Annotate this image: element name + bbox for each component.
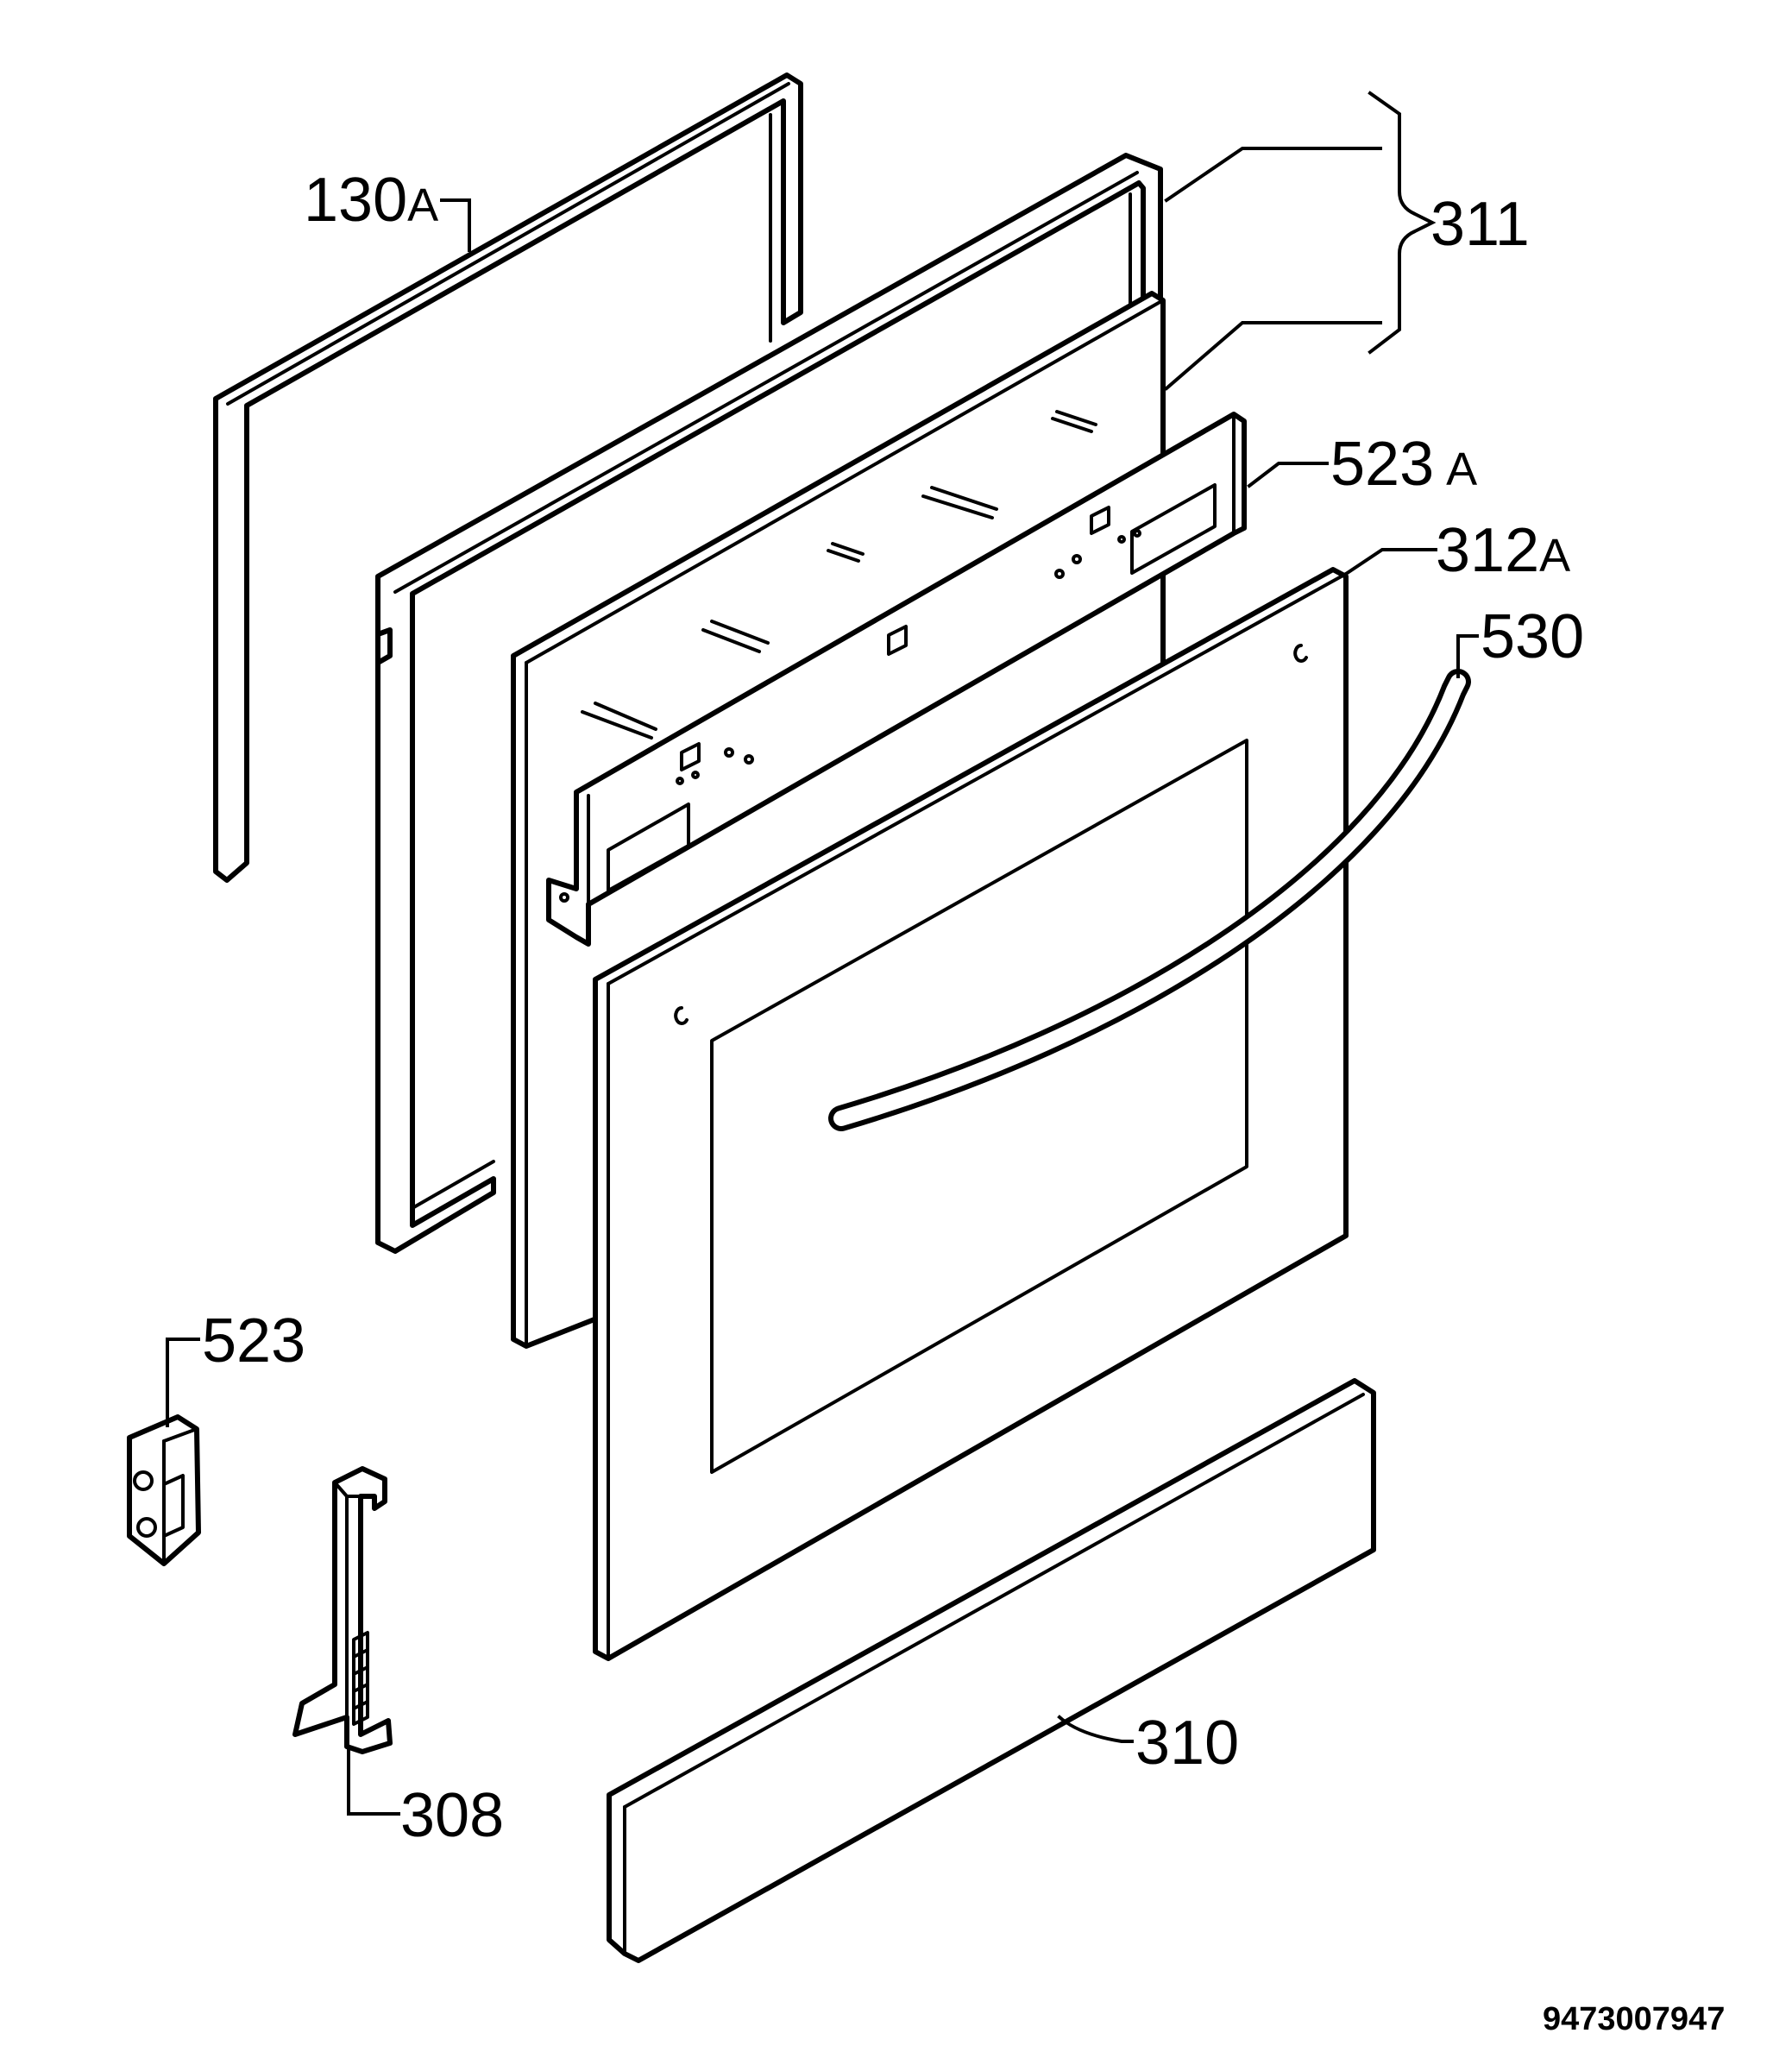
leader-523a xyxy=(1247,462,1329,488)
leader-523 xyxy=(166,1338,200,1427)
leader-310 xyxy=(1057,1715,1134,1743)
hinge-receiver-523 xyxy=(127,1414,201,1566)
leader-530 xyxy=(1456,634,1479,678)
door-handle-530 xyxy=(828,669,1471,1131)
label-523: 523 xyxy=(202,1306,305,1375)
label-311: 311 xyxy=(1430,190,1530,259)
leader-130a xyxy=(440,198,471,252)
label-308: 308 xyxy=(400,1781,504,1850)
leader-lines xyxy=(166,91,1479,1816)
leader-311-bottom xyxy=(1164,321,1382,391)
label-310: 310 xyxy=(1135,1709,1239,1778)
outer-door-panel-312a xyxy=(593,567,1349,1661)
document-number: 9473007947 xyxy=(1543,2001,1725,2037)
label-530: 530 xyxy=(1481,602,1584,671)
trim-strip-310 xyxy=(607,1378,1376,1963)
panel-bracket-523a xyxy=(546,412,1247,947)
leader-311-top xyxy=(1164,147,1382,203)
gasket-frame-130a xyxy=(213,72,803,883)
leader-312a xyxy=(1343,548,1437,576)
label-312a: 312A xyxy=(1436,516,1570,585)
glass-frame-311 xyxy=(375,153,1163,1254)
leader-308 xyxy=(347,1745,400,1816)
label-130a: 130A xyxy=(304,166,438,235)
hinge-308 xyxy=(292,1466,393,1754)
bracket-311 xyxy=(1368,91,1437,355)
